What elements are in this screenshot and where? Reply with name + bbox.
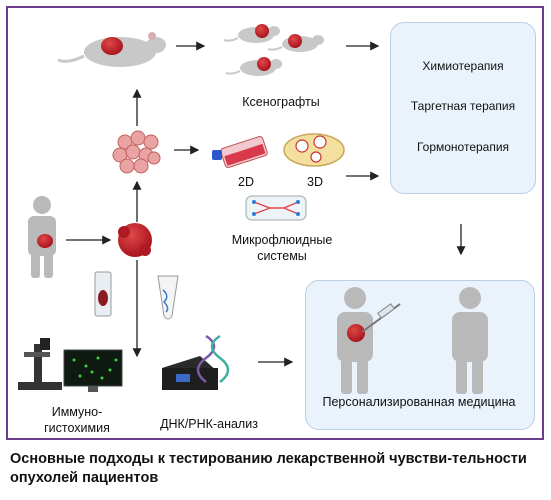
label-personalized: Персонализированная медицина (322, 395, 516, 409)
therapy-panel: Химиотерапия Таргетная терапия Гормоноте… (390, 22, 536, 194)
label-ihc: Иммуно-гистохимия (44, 405, 110, 435)
tissue-slide-icon (94, 271, 112, 317)
sample-tube-icon (157, 275, 179, 320)
syringe-icon (361, 303, 401, 333)
pcr-machine-icon (162, 356, 218, 390)
therapy-hormone: Гормонотерапия (416, 140, 510, 154)
flask-2d-icon (212, 135, 268, 169)
patient-icon (28, 196, 56, 278)
mouse-small-3-icon (225, 57, 282, 76)
therapy-chemo: Химиотерапия (422, 59, 504, 73)
dish-3d-icon (283, 133, 345, 167)
label-microfluidic: Микрофлюидные системы (231, 233, 333, 263)
tumor-sample-icon (118, 223, 152, 257)
personalized-medicine-panel (305, 280, 535, 430)
healthy-person-icon (452, 287, 488, 394)
organoid-cluster-icon (112, 130, 161, 174)
figure-caption: Основные подходы к тестированию лекарств… (10, 451, 527, 486)
fluorescence-monitor-icon (63, 349, 123, 392)
xenograft-mouse-icon (57, 32, 166, 67)
microscope-icon (18, 338, 62, 390)
label-2d: 2D (238, 175, 254, 189)
label-xenografts: Ксенографты (242, 95, 320, 109)
label-dna-rna: ДНК/РНК-анализ (160, 417, 258, 431)
microfluidic-chip-icon (245, 195, 307, 221)
mouse-small-1-icon (223, 24, 280, 43)
mouse-small-2-icon (267, 34, 324, 52)
therapy-targeted: Таргетная терапия (410, 99, 516, 113)
label-3d: 3D (307, 175, 323, 189)
dna-strand-icon (196, 334, 230, 383)
treated-patient-icon (337, 287, 373, 394)
